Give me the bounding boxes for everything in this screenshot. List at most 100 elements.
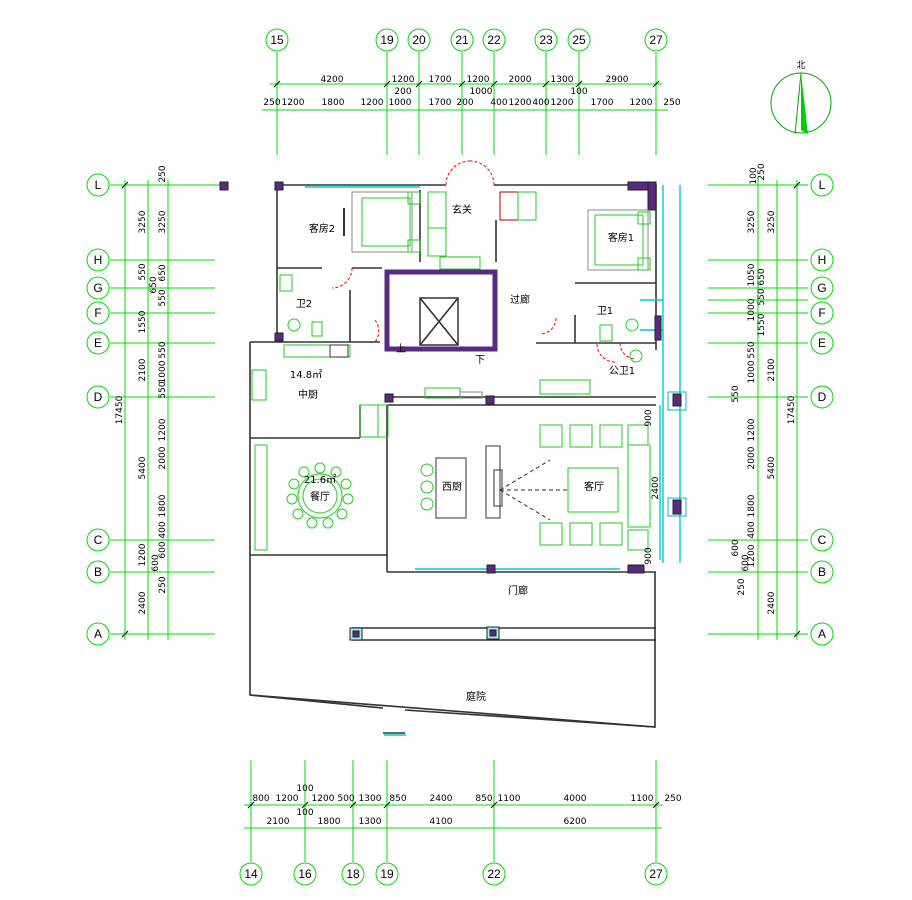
dims-right: 3250 2100 5400 2400 17450 100 250 3250 1… <box>731 163 797 614</box>
svg-text:4100: 4100 <box>430 817 453 827</box>
svg-text:850: 850 <box>475 794 492 804</box>
svg-text:18: 18 <box>346 867 360 881</box>
svg-text:27: 27 <box>649 867 663 881</box>
svg-text:17450: 17450 <box>787 395 797 424</box>
label-dining: 餐厅 <box>310 490 330 503</box>
svg-text:2000: 2000 <box>509 75 532 85</box>
label-living: 客厅 <box>584 480 604 493</box>
svg-text:900: 900 <box>644 409 654 426</box>
label-porch: 门廊 <box>508 584 528 597</box>
svg-text:1200: 1200 <box>361 98 384 108</box>
svg-text:2900: 2900 <box>606 75 629 85</box>
svg-text:400: 400 <box>158 521 168 538</box>
svg-text:21: 21 <box>455 33 469 47</box>
svg-text:1300: 1300 <box>359 794 382 804</box>
svg-text:A: A <box>94 627 102 641</box>
svg-text:E: E <box>94 336 102 350</box>
svg-text:25: 25 <box>572 33 586 47</box>
label-guest-room-2: 客房2 <box>309 222 335 235</box>
svg-text:600: 600 <box>741 554 751 571</box>
label-bath-2: 卫2 <box>296 299 312 310</box>
label-stair-up: 上 <box>396 343 406 355</box>
svg-text:22: 22 <box>487 33 501 47</box>
svg-text:6200: 6200 <box>564 817 587 827</box>
columns <box>219 181 687 641</box>
svg-text:5400: 5400 <box>767 456 777 479</box>
svg-text:1700: 1700 <box>591 98 614 108</box>
label-stair-down: 下 <box>475 355 485 366</box>
label-kitchen: 中厨 <box>298 388 318 401</box>
svg-text:L: L <box>819 178 826 192</box>
label-guest-room-1: 客房1 <box>608 231 634 244</box>
svg-text:23: 23 <box>539 33 553 47</box>
dimension-ticks <box>121 80 801 809</box>
svg-text:550: 550 <box>757 288 767 305</box>
svg-text:1800: 1800 <box>747 494 757 517</box>
svg-text:1800: 1800 <box>318 817 341 827</box>
svg-text:4200: 4200 <box>321 75 344 85</box>
walls <box>249 184 657 734</box>
grid-bubbles-top: 15 19 20 21 22 23 25 27 <box>265 28 668 52</box>
svg-text:250: 250 <box>158 576 168 593</box>
svg-text:C: C <box>818 533 827 547</box>
svg-text:1200: 1200 <box>282 98 305 108</box>
svg-text:19: 19 <box>380 867 394 881</box>
svg-text:650: 650 <box>149 276 159 293</box>
svg-text:800: 800 <box>252 794 269 804</box>
svg-text:A: A <box>818 627 826 641</box>
svg-text:14: 14 <box>244 867 258 881</box>
svg-text:2400: 2400 <box>767 591 777 614</box>
svg-text:1100: 1100 <box>631 794 654 804</box>
svg-text:B: B <box>818 565 826 579</box>
svg-text:1800: 1800 <box>158 494 168 517</box>
label-kitchen-area: 14.8㎡ <box>290 369 322 381</box>
svg-text:200: 200 <box>456 98 473 108</box>
svg-text:1000: 1000 <box>158 360 168 383</box>
north-arrow: 北 <box>770 60 832 135</box>
svg-text:G: G <box>817 281 826 295</box>
svg-text:550: 550 <box>158 341 168 358</box>
svg-text:550: 550 <box>158 289 168 306</box>
svg-text:1200: 1200 <box>747 544 757 567</box>
svg-text:H: H <box>94 253 103 267</box>
svg-text:650: 650 <box>757 268 767 285</box>
svg-text:200: 200 <box>394 87 411 97</box>
svg-text:550: 550 <box>731 385 741 402</box>
svg-text:G: G <box>93 281 102 295</box>
svg-text:H: H <box>818 253 827 267</box>
svg-text:1200: 1200 <box>630 98 653 108</box>
svg-text:100: 100 <box>296 784 313 794</box>
svg-text:2100: 2100 <box>767 358 777 381</box>
svg-text:19: 19 <box>380 33 394 47</box>
svg-text:1550: 1550 <box>138 310 148 333</box>
svg-text:1000: 1000 <box>747 298 757 321</box>
svg-text:2400: 2400 <box>430 794 453 804</box>
label-corridor: 过廊 <box>510 293 530 306</box>
label-dining-area: 21.6㎡ <box>304 474 336 486</box>
svg-text:550: 550 <box>158 381 168 398</box>
dims-top: 4200 1200 1700 1200 2000 1300 2900 200 1… <box>263 75 680 108</box>
label-courtyard: 庭院 <box>466 690 486 703</box>
svg-text:1800: 1800 <box>322 98 345 108</box>
svg-text:3250: 3250 <box>158 210 168 233</box>
svg-text:100: 100 <box>570 87 587 97</box>
grid-bubbles-left: L H G F E D C B A <box>86 173 110 646</box>
svg-text:1200: 1200 <box>158 418 168 441</box>
svg-text:250: 250 <box>757 163 767 180</box>
room-labels: 客房2 玄关 客房1 卫2 过廊 卫1 公卫1 上 下 14.8㎡ 中厨 21.… <box>290 203 635 703</box>
svg-text:850: 850 <box>389 794 406 804</box>
svg-text:250: 250 <box>158 165 168 182</box>
glass-walls <box>305 185 681 736</box>
svg-text:250: 250 <box>263 98 280 108</box>
svg-text:550: 550 <box>747 341 757 358</box>
svg-text:1550: 1550 <box>757 313 767 336</box>
svg-text:400: 400 <box>532 98 549 108</box>
svg-text:2100: 2100 <box>267 817 290 827</box>
svg-text:F: F <box>94 306 101 320</box>
svg-text:1200: 1200 <box>551 98 574 108</box>
svg-text:F: F <box>818 306 825 320</box>
svg-text:D: D <box>94 390 103 404</box>
svg-text:100: 100 <box>296 808 313 818</box>
svg-text:E: E <box>818 336 826 350</box>
